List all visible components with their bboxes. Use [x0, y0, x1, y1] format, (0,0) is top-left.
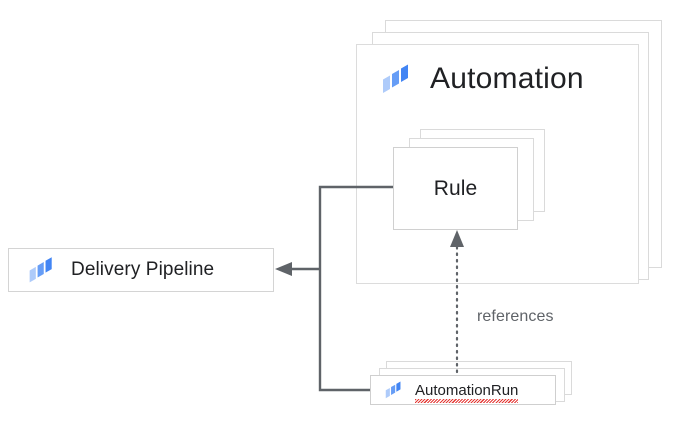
cloud-deploy-icon — [384, 380, 404, 400]
delivery-pipeline-node[interactable]: Delivery Pipeline — [8, 248, 274, 292]
automationrun-node[interactable]: AutomationRun — [370, 375, 556, 405]
rule-label: Rule — [433, 176, 478, 200]
cloud-deploy-icon — [380, 62, 414, 96]
arrowhead-left — [275, 262, 292, 276]
references-edge-label: references — [477, 308, 554, 325]
automation-header: Automation — [380, 62, 584, 96]
automation-label: Automation — [430, 62, 584, 95]
rule-node[interactable]: Rule — [393, 147, 518, 230]
delivery-pipeline-label: Delivery Pipeline — [71, 259, 215, 280]
automationrun-label: AutomationRun — [415, 381, 519, 403]
cloud-deploy-icon — [27, 255, 57, 285]
